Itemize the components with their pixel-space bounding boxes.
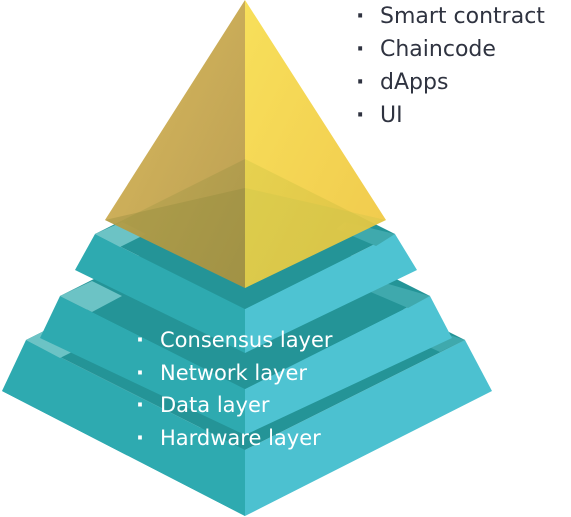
apex-shadow-right [245,188,386,288]
list-item-hardware-layer: Hardware layer [136,422,333,455]
list-item-ui: UI [356,99,545,132]
apex-left-face [105,0,245,288]
tier-middle-highlight-right [366,281,430,308]
pyramid-apex [105,0,386,288]
tier-middle-highlight-left [60,281,122,312]
list-item-network-layer: Network layer [136,357,333,390]
list-item-data-layer: Data layer [136,389,333,422]
application-layer-list: Smart contract Chaincode dApps UI [356,0,545,132]
list-item-smart-contract: Smart contract [356,0,545,33]
list-item-dapps: dApps [356,66,545,99]
tier-bottom-left-wall [2,340,245,516]
tier-bottom-right-wall [245,340,492,516]
list-item-consensus-layer: Consensus layer [136,324,333,357]
apex-right-face [245,0,386,288]
list-item-chaincode: Chaincode [356,33,545,66]
apex-shadow-left [105,188,245,288]
infrastructure-layer-list: Consensus layer Network layer Data layer… [136,324,333,454]
